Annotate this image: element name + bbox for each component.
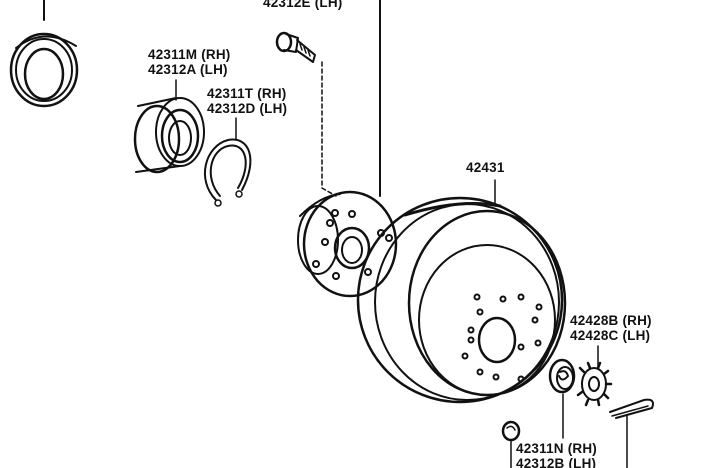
hub-bolt-part xyxy=(275,31,316,63)
label-nut-lock: 42428B (RH) 42428C (LH) xyxy=(570,313,652,343)
brake-disc-part xyxy=(356,196,567,404)
label-disc: 42431 xyxy=(466,160,505,175)
label-snap-ring-rh: 42311T (RH) xyxy=(207,86,287,101)
snap-ring-part xyxy=(203,138,252,207)
label-bearing-lh: 42312A (LH) xyxy=(148,62,228,77)
label-snap-ring: 42311T (RH) 42312D (LH) xyxy=(207,86,287,116)
hub-cap-part xyxy=(501,420,521,442)
axle-hub-part xyxy=(297,190,398,298)
label-snap-ring-lh: 42312D (LH) xyxy=(207,101,288,116)
hub-bearing-part xyxy=(133,97,205,174)
label-bolt: 42312E (LH) xyxy=(263,0,343,10)
oil-seal-part xyxy=(9,32,79,108)
cotter-pin-part xyxy=(609,398,654,419)
nut-lock-part xyxy=(576,361,613,407)
label-hub-nut-rh: 42311N (RH) xyxy=(516,441,597,456)
hub-nut-part xyxy=(548,358,576,394)
label-hub-nut-lh: 42312B (LH) xyxy=(516,456,597,468)
label-hub-nut: 42311N (RH) 42312B (LH) xyxy=(516,441,597,468)
label-bearing-rh: 42311M (RH) xyxy=(148,47,231,62)
label-nut-lock-lh: 42428C (LH) xyxy=(570,328,651,343)
label-bearing: 42311M (RH) 42312A (LH) xyxy=(148,47,230,77)
label-nut-lock-rh: 42428B (RH) xyxy=(570,313,652,328)
